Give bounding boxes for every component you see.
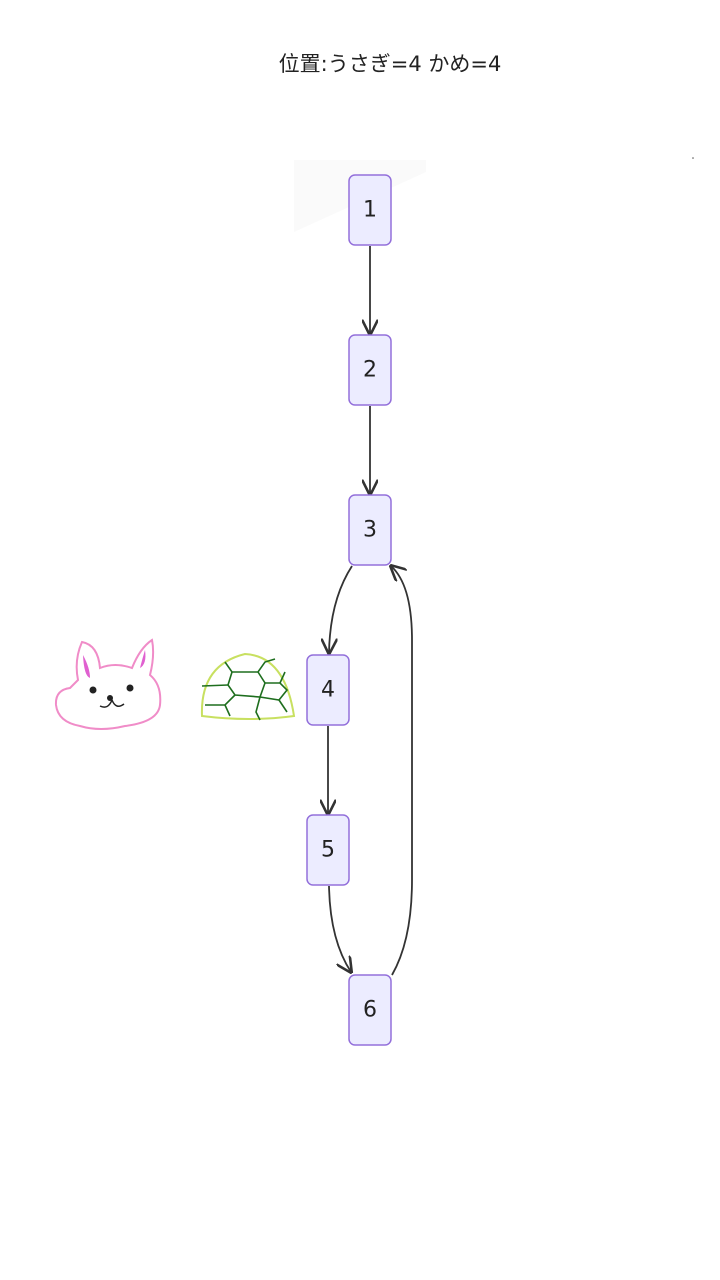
node-box [348,334,392,406]
node-2[interactable]: 2 [348,334,392,406]
node-box [348,174,392,246]
turtle-shell-icon [200,652,296,721]
node-3[interactable]: 3 [348,494,392,566]
node-label: 2 [363,358,377,383]
node-label: 6 [363,998,377,1023]
edge-6-to-3 [391,566,413,976]
node-box [348,494,392,566]
node-label: 5 [321,838,335,863]
node-label: 3 [363,518,377,543]
node-4[interactable]: 4 [306,654,350,726]
node-6[interactable]: 6 [348,974,392,1046]
node-label: 1 [363,198,377,223]
node-box [306,814,350,886]
position-title: 位置:うさぎ=4 かめ=4 [278,52,502,76]
edge-5-to-6 [328,885,351,972]
rabbit-icon [54,638,162,730]
node-label: 4 [321,678,335,703]
node-1[interactable]: 1 [348,174,392,246]
node-box [348,974,392,1046]
edge-3-to-4 [329,565,353,653]
node-5[interactable]: 5 [306,814,350,886]
node-box [306,654,350,726]
